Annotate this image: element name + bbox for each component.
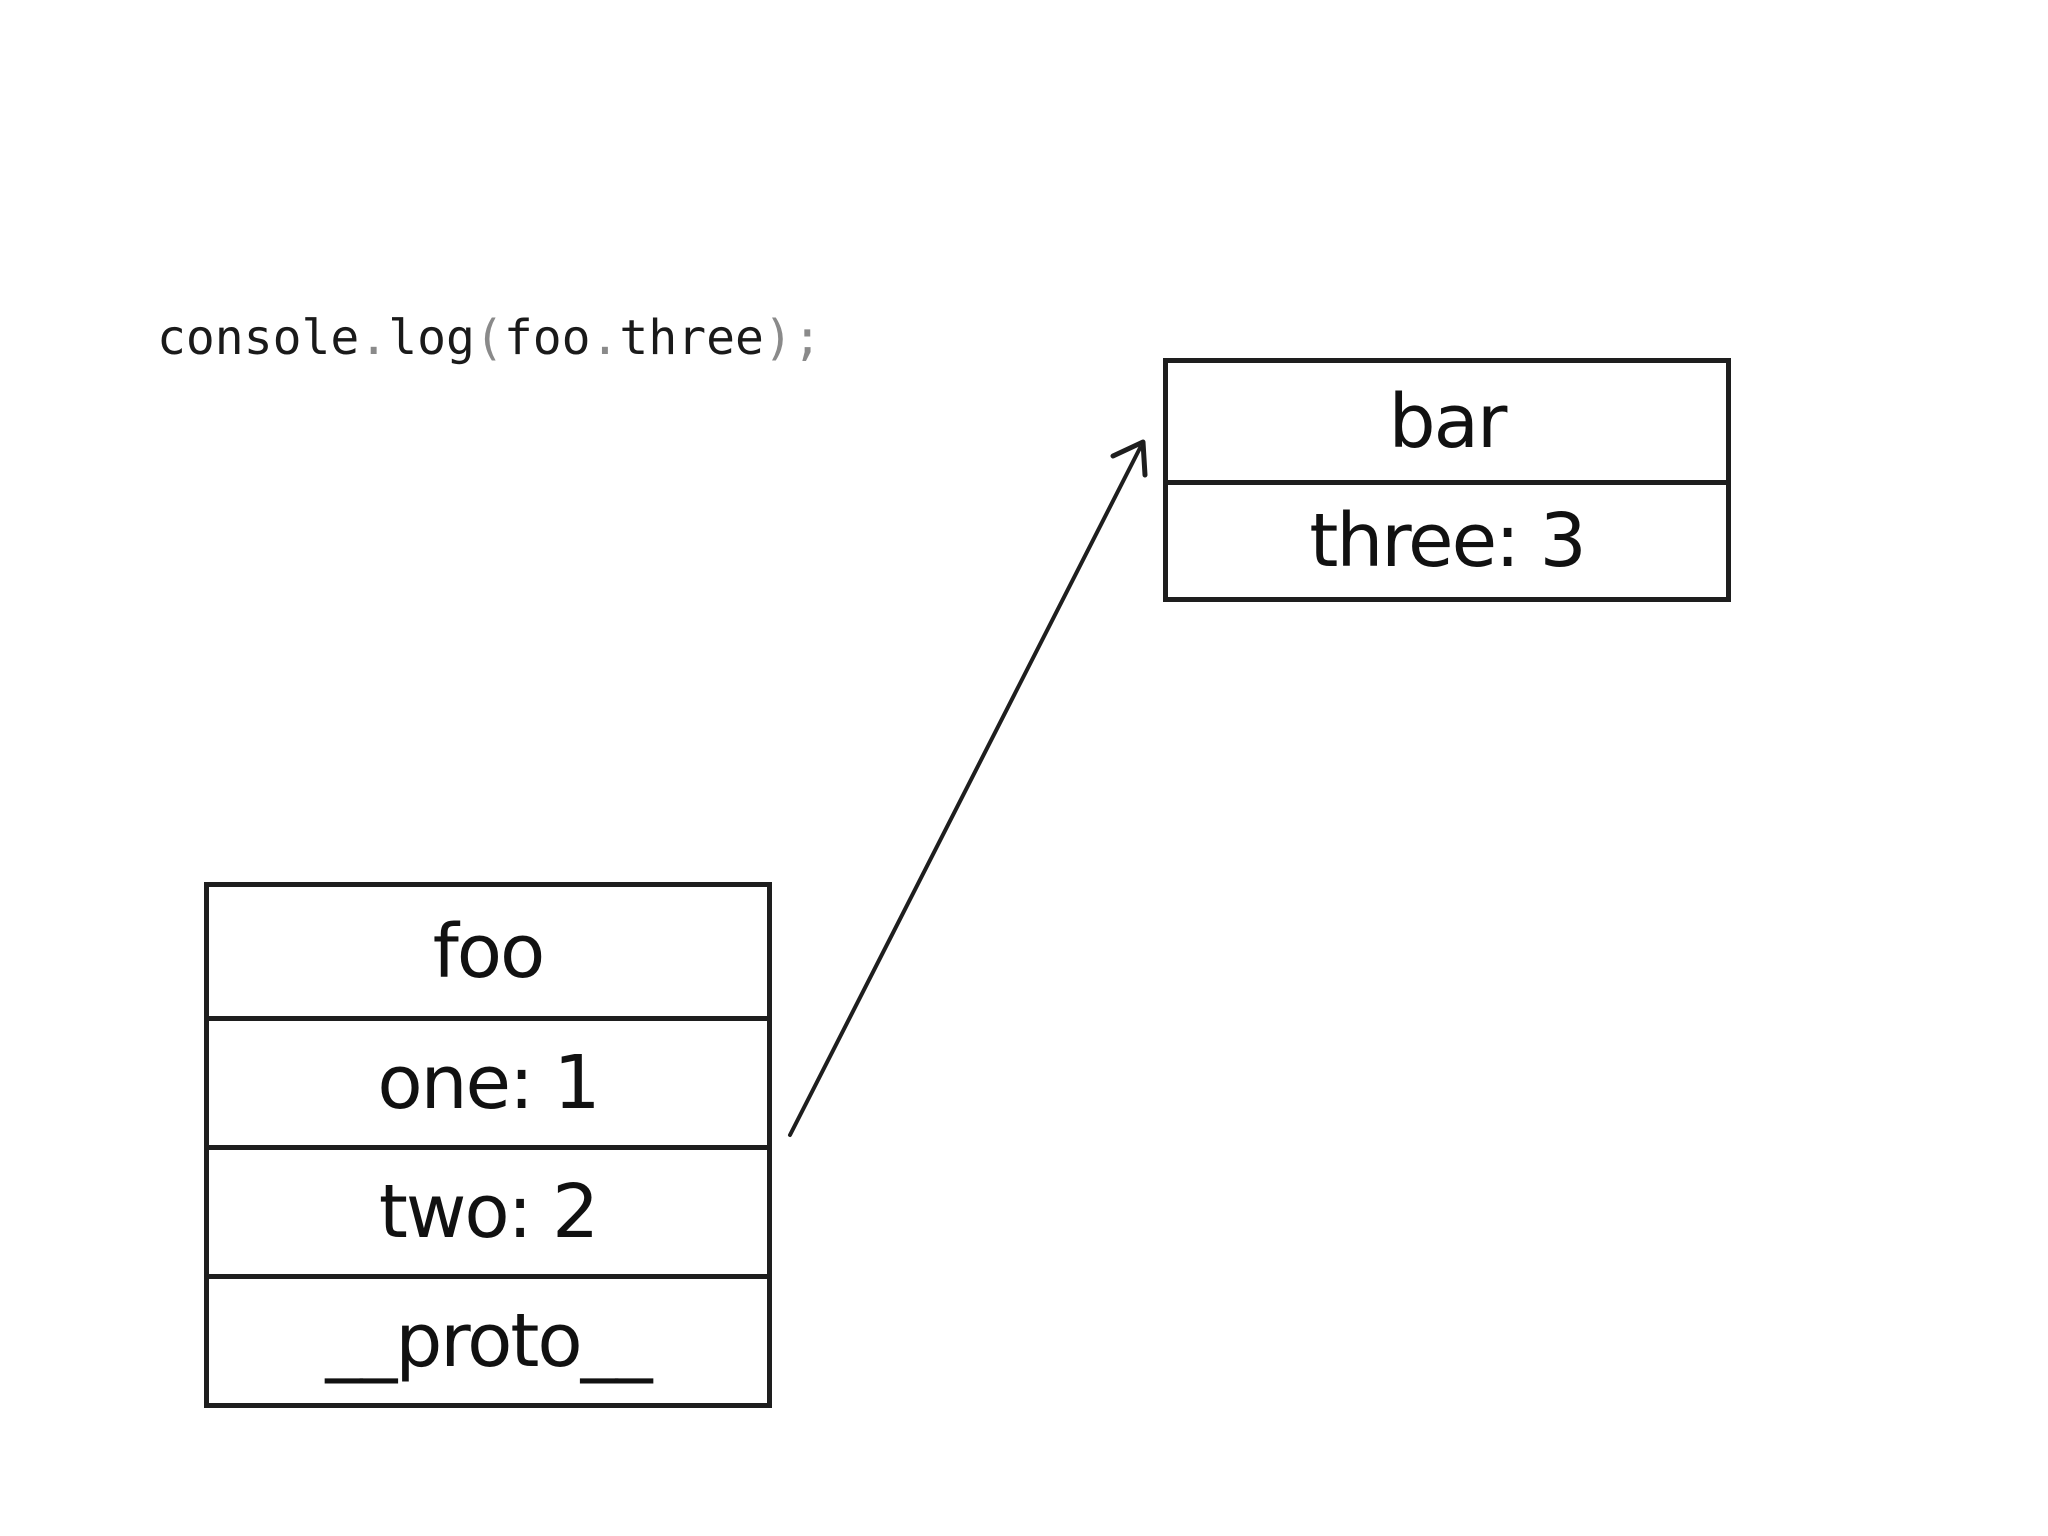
- code-token-open-paren: (: [474, 310, 504, 366]
- proto-link-arrow: [788, 446, 1142, 1137]
- foo-object-title: foo: [432, 908, 546, 995]
- code-token-dot: .: [359, 310, 389, 366]
- code-token-console: console: [157, 310, 360, 366]
- foo-property-proto: __proto__: [209, 1274, 767, 1403]
- code-token-foo: foo: [503, 310, 591, 366]
- bar-object-box: bar three: 3: [1163, 358, 1731, 602]
- code-statement: console.log(foo.three);: [157, 308, 822, 368]
- code-token-three: three: [619, 310, 764, 366]
- bar-object-title: bar: [1388, 378, 1508, 465]
- foo-object-box: foo one: 1 two: 2 __proto__: [204, 882, 772, 1408]
- code-token-close-paren: ): [763, 310, 793, 366]
- code-token-log: log: [388, 310, 475, 366]
- foo-property-one: one: 1: [209, 1016, 767, 1145]
- bar-property-three: three: 3: [1168, 480, 1726, 597]
- code-token-semicolon: ;: [792, 310, 822, 366]
- arrowhead-icon: [1110, 439, 1148, 478]
- foo-property-two: two: 2: [209, 1145, 767, 1274]
- code-token-dot-2: .: [590, 310, 620, 366]
